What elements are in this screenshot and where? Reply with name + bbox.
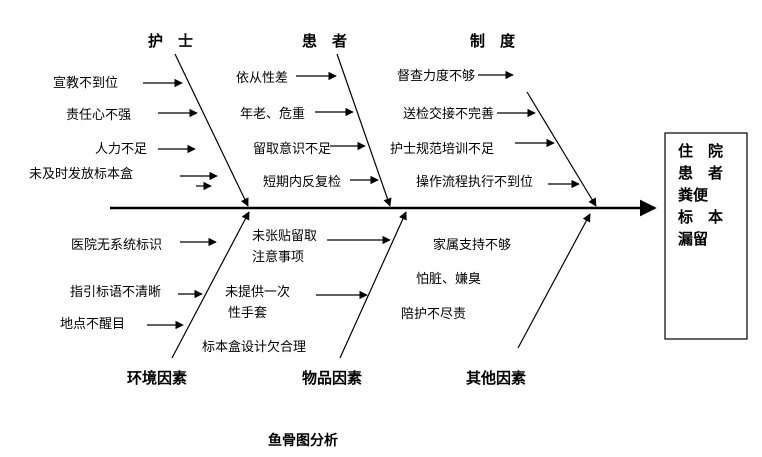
bone-nurse: [174, 53, 249, 207]
cause-nurse-3: 人力不足: [95, 142, 147, 157]
cause-patient-4: 短期内反复检: [263, 174, 341, 190]
bone-supplies: [339, 211, 407, 359]
category-supplies: 物品因素: [302, 369, 362, 387]
cause-supplies-3: 未提供一次: [225, 284, 290, 300]
cause-nurse-1: 宣教不到位: [53, 75, 118, 91]
cause-patient-3: 留取意识不足: [253, 141, 331, 157]
category-environment: 环境因素: [127, 369, 187, 387]
cause-environment-2: 指引标语不清晰: [70, 285, 161, 300]
cause-patient-2: 年老、危重: [240, 106, 305, 122]
effect-line-3: 粪便: [678, 186, 709, 204]
category-other: 其他因素: [466, 369, 526, 387]
cause-system-3: 护士规范培训不足: [390, 141, 494, 157]
cause-system-1: 督查力度不够: [397, 68, 475, 84]
cause-supplies-1: 未张贴留取: [252, 229, 317, 244]
cause-other-3: 陪护不尽责: [401, 307, 466, 322]
cause-patient-1: 依从性差: [236, 71, 288, 86]
cause-nurse-2: 责任心不强: [66, 108, 131, 123]
category-patient: 患 者: [302, 32, 347, 50]
effect-line-5: 漏留: [678, 230, 708, 248]
effect-line-4: 标 本: [677, 208, 723, 226]
cause-other-2: 怕脏、嫌臭: [416, 272, 481, 287]
effect-line-1: 住 院: [678, 142, 723, 160]
cause-system-2: 送检交接不完善: [403, 106, 494, 122]
cause-environment-3: 地点不醒目: [60, 317, 125, 332]
effect-line-2: 患 者: [678, 164, 723, 182]
diagram-caption: 鱼骨图分析: [268, 432, 338, 449]
cause-environment-4: 标本盒设计欠合理: [202, 339, 306, 355]
bone-patient: [336, 53, 392, 207]
bone-system: [526, 91, 597, 207]
cause-supplies-2: 注意事项: [252, 249, 304, 265]
cause-environment-1: 医院无系统标识: [71, 238, 162, 253]
cause-nurse-4: 未及时发放标本盒: [29, 166, 133, 182]
effect-box: [664, 132, 748, 340]
bone-environment: [171, 211, 250, 359]
bone-other: [517, 213, 591, 349]
cause-supplies-4: 性手套: [228, 305, 267, 321]
category-nurse: 护 士: [148, 32, 193, 50]
cause-system-4: 操作流程执行不到位: [416, 174, 533, 190]
category-system: 制 度: [470, 32, 516, 50]
cause-other-1: 家属支持不够: [433, 237, 511, 253]
